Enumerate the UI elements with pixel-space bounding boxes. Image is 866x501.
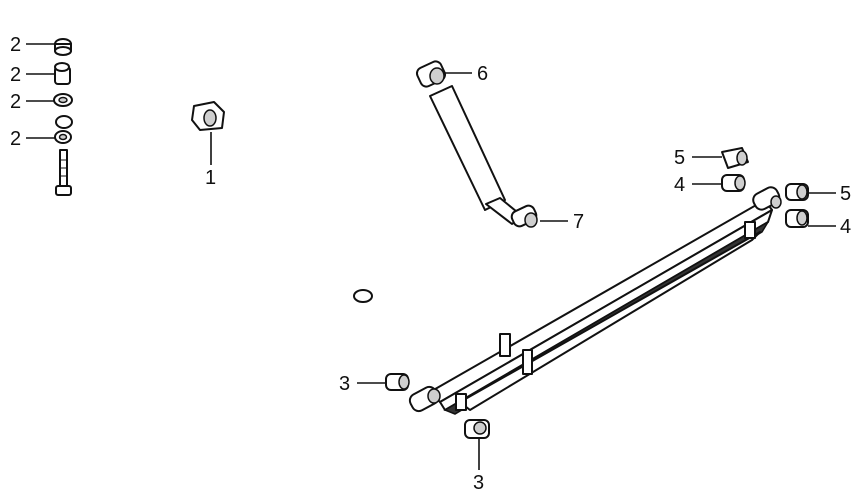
callout-7: 7	[573, 211, 584, 233]
callout-3b: 3	[473, 472, 484, 494]
callout-5b: 5	[840, 183, 851, 205]
spring-bushing-front-a	[385, 373, 410, 391]
callout-2d: 2	[10, 128, 21, 150]
shackle-bushing-5-right	[785, 183, 809, 201]
callout-2b: 2	[10, 64, 21, 86]
shackle-bushing-5-left	[721, 147, 749, 169]
shock-absorber	[415, 60, 538, 228]
link-bushing-middle	[54, 62, 71, 85]
callout-4b: 4	[840, 216, 851, 238]
leaf-spring	[408, 186, 782, 415]
stabilizer-bushing	[191, 101, 225, 131]
callout-3a: 3	[339, 373, 350, 395]
link-washer	[53, 93, 73, 107]
callout-4a: 4	[674, 174, 685, 196]
callout-5a: 5	[674, 147, 685, 169]
stabilizer-bar	[55, 64, 455, 303]
shackle-bushing-4-right	[785, 209, 809, 228]
link-bushing-top	[54, 38, 72, 56]
callout-1: 1	[205, 167, 216, 189]
link-bushing-lower	[54, 130, 72, 144]
spring-bushing-front-b	[464, 419, 490, 439]
callout-2a: 2	[10, 34, 21, 56]
callout-2c: 2	[10, 91, 21, 113]
shackle-bushing-4-left	[721, 174, 746, 192]
callout-6: 6	[477, 63, 488, 85]
link-bolt	[55, 149, 72, 196]
